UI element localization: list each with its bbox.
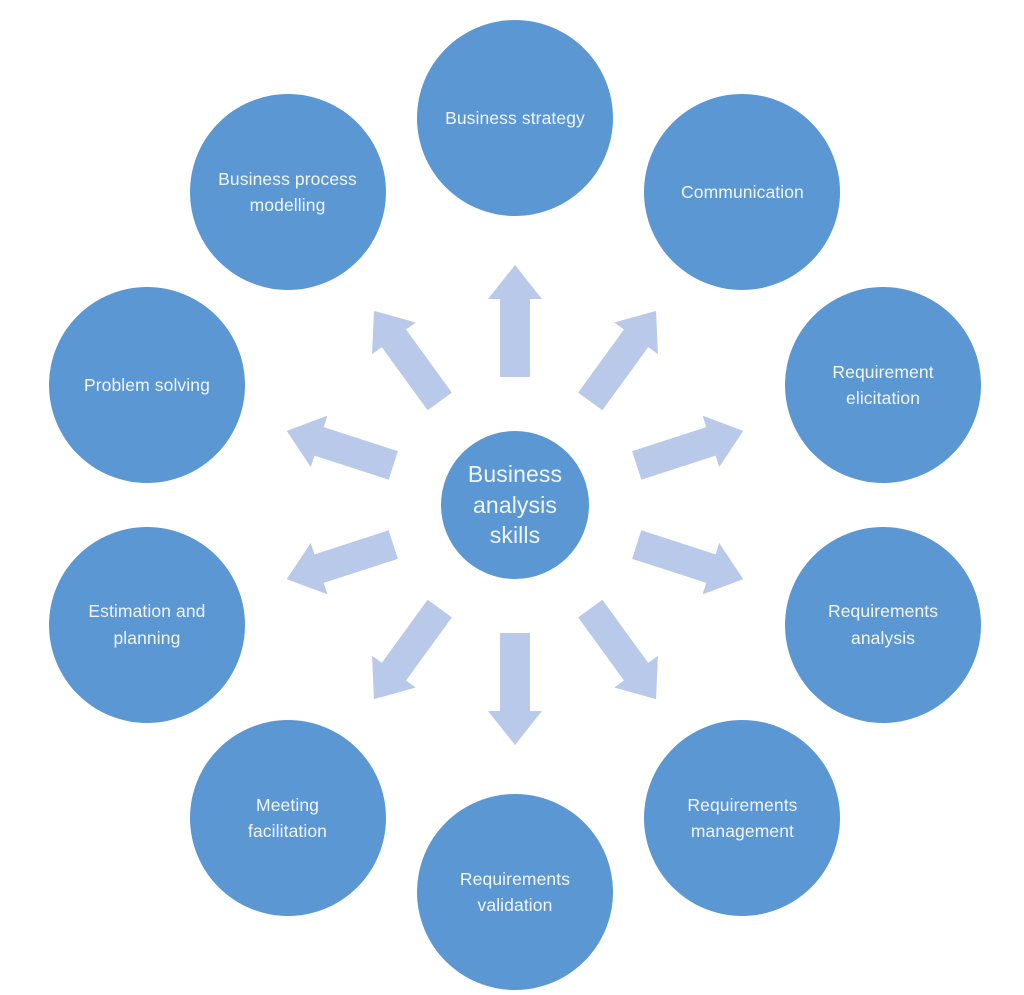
radial-arrow bbox=[488, 633, 542, 745]
skill-circle: Estimation and planning bbox=[48, 526, 245, 723]
radial-arrow bbox=[488, 265, 542, 377]
skill-circle: Requirements management bbox=[644, 720, 841, 917]
radial-arrow bbox=[372, 310, 452, 411]
radial-arrow bbox=[578, 599, 658, 700]
skill-label: Communication bbox=[681, 181, 804, 202]
skill-circle: Requirements validation bbox=[417, 794, 613, 990]
skill-label: Problem solving bbox=[83, 375, 210, 396]
skill-circle: Requirement elicitation bbox=[785, 287, 982, 484]
radial-arrow bbox=[632, 530, 744, 595]
skill-label: Estimation and planning bbox=[88, 601, 206, 648]
center-circle: Business analysis skills bbox=[441, 431, 589, 579]
radial-arrow bbox=[632, 415, 744, 480]
skill-label: Business strategy bbox=[445, 107, 585, 128]
skill-circle: Business strategy bbox=[417, 20, 613, 216]
radial-arrow bbox=[372, 599, 452, 700]
skill-label: Requirement elicitation bbox=[832, 362, 934, 409]
skill-circle: Business process modelling bbox=[189, 93, 386, 290]
skill-label: Requirements validation bbox=[459, 868, 571, 915]
skill-label: Meeting facilitation bbox=[248, 794, 328, 842]
skill-circle: Communication bbox=[644, 93, 841, 290]
radial-arrow bbox=[578, 310, 658, 411]
skill-circle: Requirements analysis bbox=[785, 526, 982, 723]
center-label: Business analysis skills bbox=[467, 461, 563, 549]
radial-arrow bbox=[286, 415, 398, 480]
skill-circle: Problem solving bbox=[48, 287, 245, 484]
skill-label: Requirements management bbox=[687, 794, 798, 842]
radial-arrow bbox=[286, 530, 398, 595]
skill-circle: Meeting facilitation bbox=[189, 720, 386, 917]
skill-label: Requirements analysis bbox=[827, 601, 939, 648]
skill-label: Business process modelling bbox=[218, 168, 357, 215]
